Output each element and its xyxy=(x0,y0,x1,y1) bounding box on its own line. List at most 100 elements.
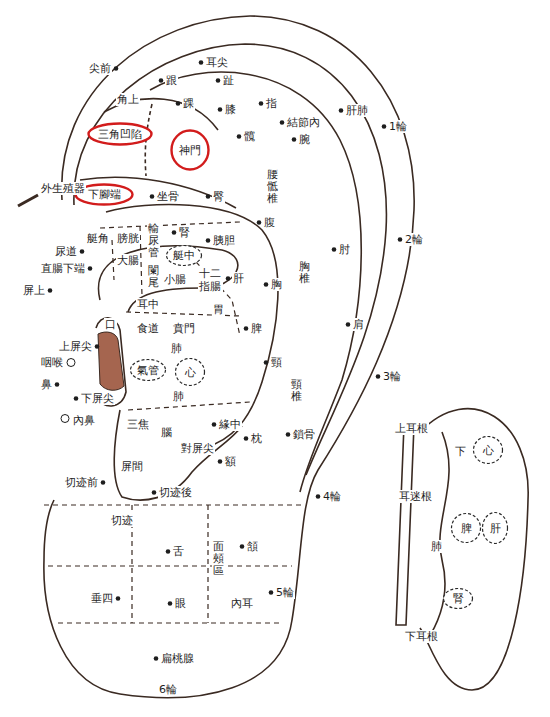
point-dot xyxy=(172,230,177,235)
back-ear-bar xyxy=(396,425,414,625)
point-label: 食道 xyxy=(136,322,160,335)
point-label: 肘 xyxy=(338,243,351,256)
point-name: 肝 xyxy=(490,522,501,535)
point-dot xyxy=(159,78,164,83)
region-divider xyxy=(100,222,240,228)
point-name: 心 xyxy=(185,366,196,379)
point-label: 緣中 xyxy=(218,418,242,431)
point-dot xyxy=(257,220,262,225)
point-region: 腎 xyxy=(442,587,474,610)
point-label: 鼻 xyxy=(40,378,53,391)
point-dot xyxy=(259,101,264,106)
point-name: 神門 xyxy=(179,144,201,157)
point-label: 闌尾 xyxy=(147,264,160,290)
point-dot xyxy=(382,124,387,129)
dashed-circle xyxy=(483,513,508,544)
helix-root-mark xyxy=(18,195,38,206)
point-dot xyxy=(280,120,285,125)
point-label: 脾 xyxy=(250,322,263,335)
point-label: 結節內 xyxy=(286,116,321,129)
point-dot xyxy=(226,276,231,281)
point-dot xyxy=(376,374,381,379)
point-label: 肝肺 xyxy=(345,104,369,117)
point-dot xyxy=(286,432,291,437)
point-label: 指 xyxy=(265,97,278,110)
highlighted-point: 神門 xyxy=(170,129,210,171)
region-divider xyxy=(112,240,114,280)
point-label: 耳尖 xyxy=(205,56,229,69)
point-label: 膝 xyxy=(224,103,237,116)
point-label: 腰骶椎 xyxy=(266,168,279,206)
point-label: 切迹 xyxy=(110,514,134,527)
red-circle xyxy=(172,131,209,170)
ear-outline xyxy=(44,16,414,698)
point-label: 肺 xyxy=(172,390,185,403)
point-dot xyxy=(206,194,211,199)
point-name: 三角凹陷 xyxy=(98,128,142,141)
helix-inner-line xyxy=(74,44,387,475)
point-label: 下 xyxy=(454,445,467,458)
point-dot xyxy=(154,656,159,661)
point-dot xyxy=(152,490,157,495)
point-label: 三焦 xyxy=(126,418,150,431)
point-label: 眼 xyxy=(174,597,187,610)
point-dot xyxy=(240,544,245,549)
point-label: 胸 xyxy=(270,278,283,291)
lobe-grid-line xyxy=(207,505,208,623)
point-label: 踝 xyxy=(182,97,195,110)
point-label: 咽喉 xyxy=(40,356,64,369)
point-label: 腕 xyxy=(298,133,311,146)
region-divider xyxy=(128,402,250,410)
region-divider xyxy=(140,226,142,296)
point-label: 額 xyxy=(224,455,237,468)
point-label: 下耳根 xyxy=(404,630,439,643)
highlighted-point: 三角凹陷 xyxy=(87,122,153,146)
antihelix-line xyxy=(150,72,361,492)
point-label: 腦 xyxy=(160,426,173,439)
back-ear-outline xyxy=(420,409,528,690)
point-label: 垂四 xyxy=(90,592,114,605)
point-dot xyxy=(206,238,211,243)
point-dot xyxy=(80,249,85,254)
point-label: 臀 xyxy=(212,190,225,203)
point-label: 1輪 xyxy=(388,120,408,133)
dashed-circle xyxy=(452,514,481,543)
point-dot xyxy=(332,247,337,252)
point-label: 胰胆 xyxy=(212,234,236,247)
point-dot xyxy=(218,459,223,464)
point-label: 大腸 xyxy=(116,254,140,267)
point-label: 屏上 xyxy=(22,284,46,297)
point-label: 尿道 xyxy=(54,245,78,258)
point-label: 內鼻 xyxy=(72,414,96,427)
point-label: 肩 xyxy=(352,318,365,331)
point-label: 賁門 xyxy=(172,322,196,335)
point-dot xyxy=(150,194,155,199)
point-dot xyxy=(264,282,269,287)
point-name: 艇中 xyxy=(173,249,195,262)
point-dot xyxy=(244,436,249,441)
dashed-circle xyxy=(444,588,473,608)
point-dot xyxy=(101,480,106,485)
point-label: 上耳根 xyxy=(394,422,429,435)
point-label: 屏間 xyxy=(120,460,144,473)
point-dot xyxy=(176,101,181,106)
concha-outline xyxy=(106,205,278,448)
point-label: 枕 xyxy=(250,432,263,445)
point-label: 扁桃腺 xyxy=(160,652,195,665)
point-dot xyxy=(166,549,171,554)
point-label: 髖 xyxy=(243,130,256,143)
point-label: 對屏尖 xyxy=(180,442,215,455)
point-label: 輸尿管 xyxy=(147,222,160,260)
point-label: 肺 xyxy=(170,342,183,355)
point-region: 心 xyxy=(174,357,206,387)
point-label: 跟 xyxy=(165,74,178,87)
point-label: 內耳 xyxy=(230,597,254,610)
point-dot xyxy=(346,322,351,327)
point-dot xyxy=(292,137,297,142)
point-label: 頷 xyxy=(246,540,259,553)
point-dot xyxy=(264,360,269,365)
point-label: 角上 xyxy=(116,93,140,106)
point-name: 氣管 xyxy=(137,364,159,377)
point-dot xyxy=(339,108,344,113)
